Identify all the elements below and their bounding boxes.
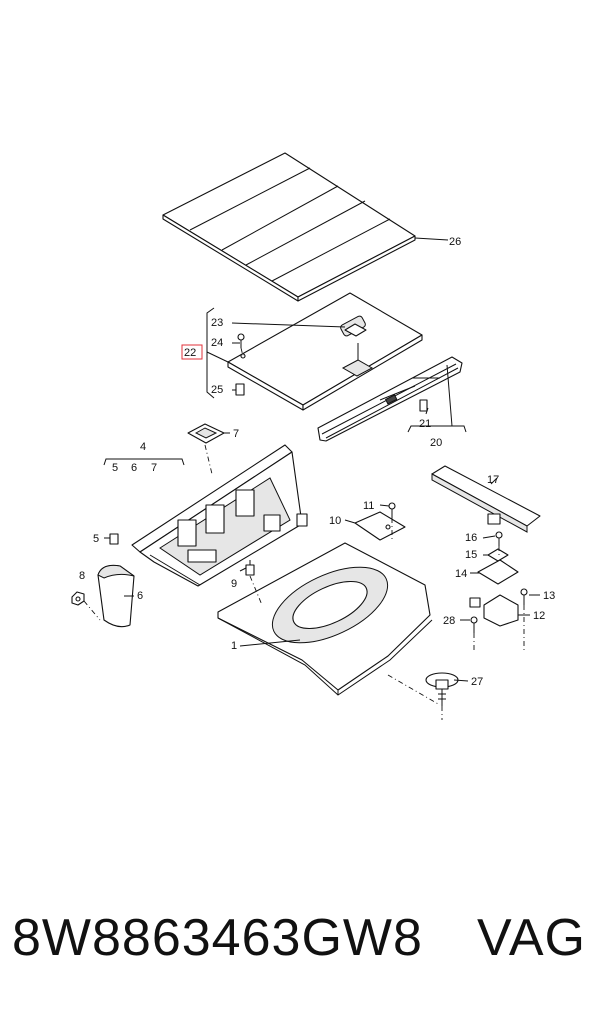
bracket-14 <box>477 559 519 585</box>
floor-cover-panel <box>162 152 449 302</box>
callout-26: 26 <box>449 236 461 248</box>
callout-1: 1 <box>231 640 237 652</box>
screw-13 <box>520 588 528 605</box>
callout-20: 20 <box>430 437 442 449</box>
parts-exploded-diagram: 26 23 24 22 25 7 4 5 6 7 5 8 6 9 1 10 11… <box>71 152 555 720</box>
callout-11: 11 <box>363 500 374 512</box>
screw-16 <box>495 531 503 546</box>
bracket-15 <box>487 548 509 562</box>
callout-22-highlight <box>181 344 203 360</box>
callout-8: 8 <box>79 570 85 582</box>
callout-4: 4 <box>140 441 146 453</box>
bracket-12 <box>469 594 519 627</box>
callout-22: 22 <box>184 347 196 359</box>
knob-27 <box>425 672 459 706</box>
screw-28 <box>470 616 478 633</box>
callout-28: 28 <box>443 615 455 627</box>
callout-7-group: 7 <box>151 462 157 474</box>
callout-10: 10 <box>329 515 341 527</box>
part-number: 8W8863463GW8 <box>12 909 423 967</box>
clip-5 <box>109 533 119 545</box>
nut-8 <box>71 591 85 606</box>
callout-21: 21 <box>419 418 431 430</box>
callout-7-cover: 7 <box>233 428 239 440</box>
leader-lines <box>103 307 540 682</box>
grommet-23 <box>344 323 367 337</box>
clip-25 <box>235 383 245 396</box>
rail-17 <box>431 465 541 533</box>
storage-tray <box>131 444 308 587</box>
guide-lines <box>83 347 525 720</box>
callout-27: 27 <box>471 676 483 688</box>
callout-16: 16 <box>465 532 477 544</box>
screw-11 <box>388 502 396 518</box>
side-foam-block <box>97 564 135 628</box>
callout-12: 12 <box>533 610 545 622</box>
callout-13: 13 <box>543 590 555 602</box>
screw-24 <box>237 333 245 348</box>
callout-17: 17 <box>487 474 499 486</box>
callout-6: 6 <box>137 590 143 602</box>
bracket-10 <box>354 511 406 541</box>
callout-5: 5 <box>93 533 99 545</box>
callout-14: 14 <box>455 568 467 580</box>
callout-6-group: 6 <box>131 462 137 474</box>
small-cover <box>187 423 225 444</box>
load-floor-board <box>227 292 423 411</box>
clip-9 <box>245 560 255 576</box>
callout-5-group: 5 <box>112 462 118 474</box>
spare-wheel-well <box>217 542 433 696</box>
callout-15: 15 <box>465 549 477 561</box>
load-sill-trim <box>317 356 463 442</box>
callout-23: 23 <box>211 317 223 329</box>
brand-label: VAG <box>477 909 586 967</box>
callout-9: 9 <box>231 578 237 590</box>
callout-24: 24 <box>211 337 223 349</box>
callout-25: 25 <box>211 384 223 396</box>
